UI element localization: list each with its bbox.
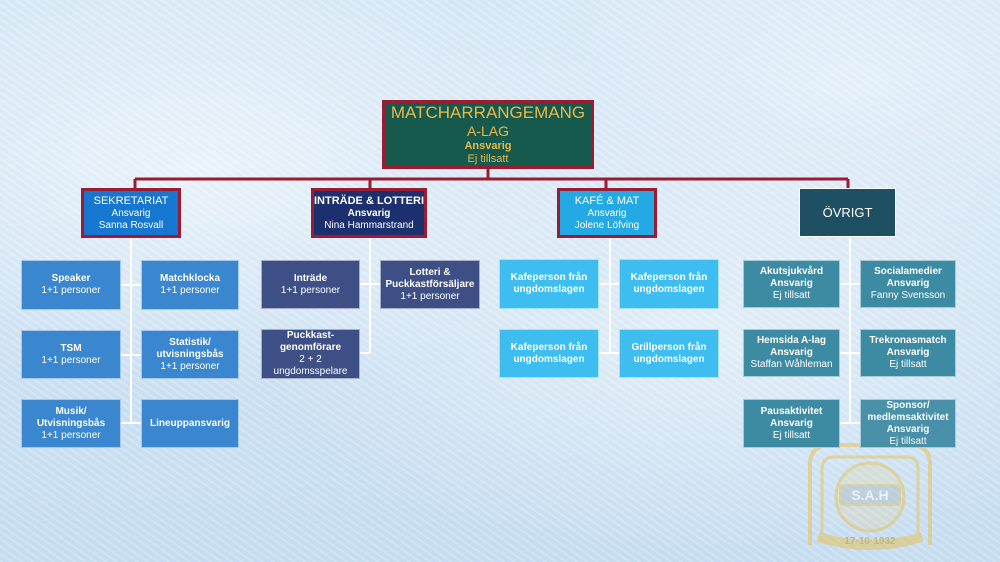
section-title: INTRÄDE & LOTTERI [314,194,424,207]
section-role: Ansvarig [587,207,627,219]
node-title-1: Grillperson från [631,341,707,353]
section-title: ÖVRIGT [822,205,873,220]
node-title-1: Kafeperson från [630,272,708,283]
section-title: SEKRETARIAT [93,194,169,207]
section-role: Ansvarig [111,207,151,219]
node-title-2: ungdomslagen [633,353,705,365]
node-title: Speaker [51,273,91,284]
node-socialamedier: Socialamedier Ansvarig Fanny Svensson [860,260,956,308]
node-grillperson: Grillperson från ungdomslagen [619,329,719,378]
root-title: MATCHARRANGEMANG [390,103,586,122]
node-matchklocka: Matchklocka 1+1 personer [141,260,239,310]
node-hemsida: Hemsida A-lag Ansvarig Staffan Wåhleman [743,329,840,377]
root-person: Ej tillsatt [467,153,509,165]
seal-date: 17·10·1932 [844,536,896,547]
node-title: Trekronasmatch [869,335,947,346]
node-kafeperson-1: Kafeperson från ungdomslagen [499,259,599,309]
node-musik: Musik/ Utvisningsbås 1+1 personer [21,399,121,448]
node-title-2: genomförare [279,342,342,353]
node-detail: 1+1 personer [400,290,460,302]
root-subtitle: A-LAG [466,123,509,139]
node-person: Ej tillsatt [889,359,927,370]
node-title-2: utvisningsbås [156,348,224,360]
node-lotteri: Lotteri & Puckkastförsäljare 1+1 persone… [380,260,480,309]
node-trekronasmatch: Trekronasmatch Ansvarig Ej tillsatt [860,329,956,377]
node-akutsjukvard: Akutsjukvård Ansvarig Ej tillsatt [743,260,840,308]
node-title-1: Lotteri & [409,266,451,278]
node-detail-2: ungdomsspelare [273,366,348,377]
root-role: Ansvarig [464,140,512,152]
node-pausaktivitet: Pausaktivitet Ansvarig Ej tillsatt [743,399,840,448]
node-role: Ansvarig [886,347,930,358]
node-role: Ansvarig [886,278,930,289]
node-detail: 1+1 personer [160,285,220,296]
node-intrade: Inträde 1+1 personer [261,260,360,309]
node-detail: 1+1 personer [280,284,341,296]
section-person: Sanna Rosvall [98,219,164,231]
node-kafeperson-2: Kafeperson från ungdomslagen [619,259,719,309]
node-title-1: Kafeperson från [510,272,588,283]
node-role: Ansvarig [770,347,813,358]
node-lineuppansvarig: Lineuppansvarig [141,399,239,448]
node-title: Socialamedier [874,266,942,277]
section-role: Ansvarig [347,207,391,219]
node-title-1: Kafeperson från [510,341,588,353]
section-title: KAFÉ & MAT [574,194,640,207]
seal-initials: S.A.H [851,487,888,503]
node-role: Ansvarig [886,423,930,435]
node-person: Fanny Svensson [870,290,946,301]
node-title: Pausaktivitet [760,405,823,417]
node-title-2: ungdomslagen [633,284,705,295]
node-title-2: ungdomslagen [513,353,585,365]
node-title: Inträde [293,272,328,284]
node-detail: 1+1 personer [41,429,101,441]
node-detail: 1+1 personer [41,354,101,366]
node-title-1: Sponsor/ [886,399,930,411]
node-title-1: Puckkast- [286,330,335,341]
node-puckkast: Puckkast- genomförare 2 + 2 ungdomsspela… [261,329,360,379]
node-detail-1: 2 + 2 [299,354,322,365]
node-detail: 1+1 personer [160,360,220,372]
section-ovrigt: ÖVRIGT [799,188,896,237]
node-role: Ansvarig [770,417,813,429]
root-box-matcharrangemang: MATCHARRANGEMANG A-LAG Ansvarig Ej tills… [382,100,594,169]
node-tsm: TSM 1+1 personer [21,330,121,379]
section-person: Nina Hammarstrand [324,219,414,231]
section-person: Jolene Löfving [574,219,640,231]
node-title: Hemsida A-lag [756,335,827,346]
node-title: TSM [60,342,82,354]
node-person: Ej tillsatt [772,290,811,301]
node-title: Matchklocka [159,273,221,284]
node-person: Ej tillsatt [889,435,927,447]
node-speaker: Speaker 1+1 personer [21,260,121,310]
node-role: Ansvarig [770,278,813,289]
node-sponsor: Sponsor/ medlemsaktivitet Ansvarig Ej ti… [860,399,956,448]
node-title-1: Musik/ [55,405,87,417]
node-detail: 1+1 personer [41,285,101,296]
node-person: Staffan Wåhleman [750,359,833,370]
node-title-2: Puckkastförsäljare [385,278,475,290]
node-kafeperson-3: Kafeperson från ungdomslagen [499,329,599,378]
node-title-2: Utvisningsbås [36,417,106,429]
node-title: Lineuppansvarig [149,417,230,429]
node-title: Akutsjukvård [759,266,824,277]
node-statistik: Statistik/ utvisningsbås 1+1 personer [141,330,239,379]
section-kafe-mat: KAFÉ & MAT Ansvarig Jolene Löfving [557,188,657,238]
node-title-2: medlemsaktivitet [867,411,949,423]
node-title-1: Statistik/ [169,336,211,348]
section-intrade-lotteri: INTRÄDE & LOTTERI Ansvarig Nina Hammarst… [311,188,427,238]
section-sekretariat: SEKRETARIAT Ansvarig Sanna Rosvall [81,188,181,238]
club-seal-logo: S.A.H 17·10·1932 [808,443,932,550]
node-person: Ej tillsatt [772,429,811,441]
node-title-2: ungdomslagen [513,284,585,295]
